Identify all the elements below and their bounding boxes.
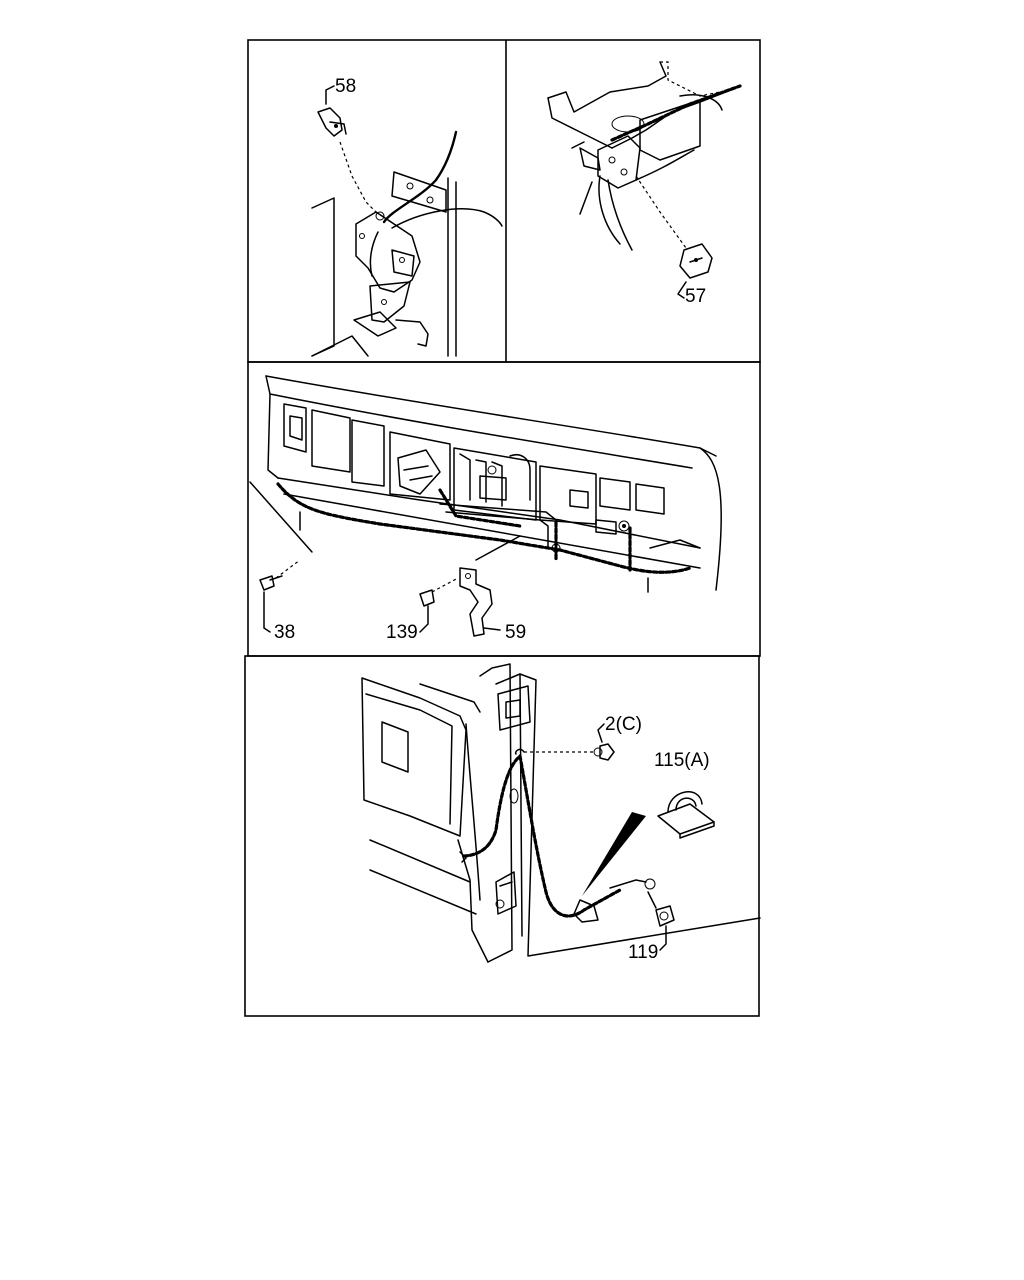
callout-57: 57 (685, 286, 706, 307)
panel-middle-bulkhead (249, 375, 722, 637)
callout-58: 58 (335, 76, 356, 97)
callout-119: 119 (628, 942, 658, 963)
callout-115a: 115(A) (654, 750, 710, 771)
callout-139: 139 (386, 622, 418, 643)
panel-top-left-latch (311, 85, 503, 357)
callout-38: 38 (274, 622, 295, 643)
panel-top-right-bracket (547, 61, 742, 299)
panel-frames (244, 39, 761, 1017)
callout-2c: 2(C) (605, 714, 642, 735)
callout-59: 59 (505, 622, 526, 643)
panel-bottom-door-harness (361, 663, 761, 963)
